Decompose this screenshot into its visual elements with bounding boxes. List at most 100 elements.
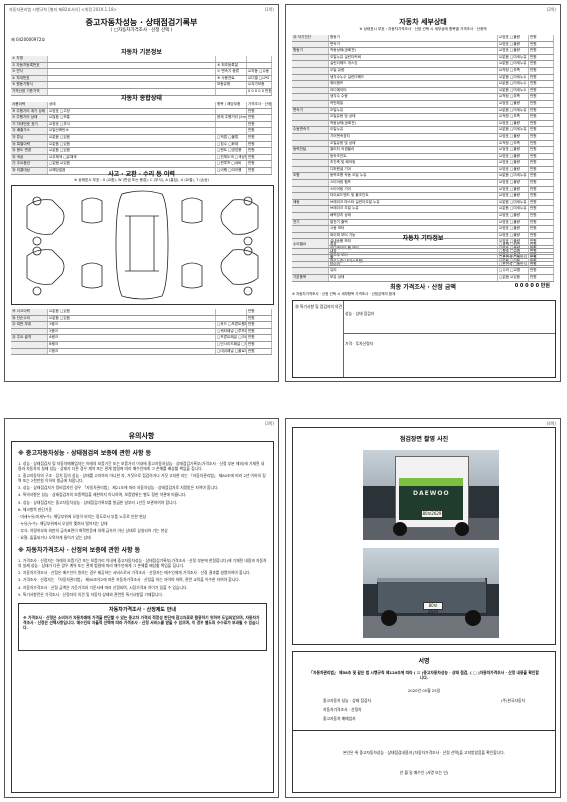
table-cell: ☑양호 □불량 (498, 166, 529, 173)
table-cell: ☑적정 □부족 (498, 67, 529, 74)
table-cell: 오일누유 실린더커버 (329, 54, 498, 61)
table-cell: ⑲ 사고이력 (11, 309, 48, 315)
notice-box: ※ 중고자동차성능 · 상태점검의 보증에 관한 사항 등 1. 성능 · 상태… (11, 441, 274, 793)
table-cell: 항목 / 해당부품 (216, 102, 247, 108)
signature-row: 중고자동차 매매업자 (323, 714, 525, 723)
signer-role: 자동차가격조사 · 산정자 (323, 707, 362, 712)
table-cell (292, 193, 329, 199)
table-cell (48, 56, 216, 62)
table-cell: ☑없음 □있음 (48, 134, 216, 141)
opinion-box: ⑳ 특기사항 및 점검자의 의견 성능 · 상태 점검자 가격 · 투자산정자 (292, 300, 556, 378)
table-cell (292, 261, 329, 268)
notice-paragraph: 5. 특기사항란은 가격조사 · 산정자의 의견 및 자동차 상태와 관련된 특… (18, 591, 164, 597)
table-cell (247, 56, 272, 62)
table-cell: 만원 (247, 348, 272, 355)
table-cell: 만원 (247, 154, 272, 161)
table-cell: 수동변속기 (292, 127, 329, 133)
table-cell: 기어변속장치 (329, 133, 498, 140)
table-cell: ☑없음 □미세누유 (498, 173, 529, 180)
table-cell: 휠 (329, 255, 498, 261)
signature-section: 서명 「자동차관리법」 제58조 및 같은 법 시행규칙 제120조에 따라 (… (292, 651, 556, 793)
table-cell: 만원 (247, 309, 272, 315)
notice-paragraph: 5. 성능 · 상태점검자는 중고자동차성능 · 상태점검기록부를 발급한 날부… (18, 499, 178, 505)
table-cell: ⑥ 최초등록일 (216, 62, 247, 69)
other-info-heading: 자동차 기타정보 (402, 235, 444, 242)
table-cell: 만원 (529, 186, 554, 193)
table-cell: ⑫ 배출가스 (11, 128, 48, 134)
notice-title: 유의사항 (128, 432, 155, 440)
table-cell: ⑰ 주요옵션 (11, 161, 48, 167)
table-cell: ☑없음 □있음 (48, 309, 216, 315)
table-cell (292, 206, 329, 213)
table-cell: 만원 (529, 67, 554, 74)
table-cell: ☑양호 □불량 (498, 147, 529, 153)
table-cell: 만원 (247, 322, 272, 328)
detail-status-heading: 자동차 세부상태 (399, 18, 447, 26)
table-cell: ☑양호 □불량 (498, 35, 529, 41)
table-cell: 발전기 출력 (329, 219, 498, 226)
table-cell: □전체도색 □색상변경 (216, 154, 247, 161)
table-cell: 만원 (529, 242, 554, 248)
table-cell: □이행 □미이행 (216, 167, 247, 174)
table-cell: 보유 상태 (329, 274, 498, 281)
price-guarantee-heading: ※ 자동차가격조사 · 산정의 보증에 관한 사항 등 (18, 547, 141, 555)
table-cell: ☑없음 □미세누유 (498, 127, 529, 133)
accident-history-heading: 사고 · 교환 · 수리 등 이력 (108, 171, 175, 178)
signer-role: 중고자동차 매매업자 (323, 716, 356, 721)
price-system-notice-text: ※ 가격조사 · 산정은 소비자가 자동차매매 가격을 판단할 수 있는 중고차… (23, 614, 260, 630)
table-cell: 오일유량 및 상태 (329, 114, 498, 120)
table-cell (292, 120, 329, 127)
price-guarantee-text: 1. 가격조사 · 산정자는 아래의 보증기간 또는 보증거리 이내에 중고자동… (18, 558, 267, 597)
table-cell: ⑨ 주행거리 계기 상태 (11, 108, 48, 115)
page-header: (2쪽) (290, 7, 556, 15)
table-cell: 2랭크 (48, 328, 216, 335)
table-cell: 만원 (529, 35, 554, 41)
table-cell (216, 108, 247, 115)
notice-paragraph: 3. 가격조사 · 산정자는 「자동차관리법」 제58조의2에 따른 자동차가격… (18, 577, 240, 583)
table-cell: ☑양호 □불량 (498, 100, 529, 107)
notice-paragraph: · 요철: 돌출되거나 오목하게 들어가 있는 상태 (18, 535, 91, 541)
table-cell: 만원 (529, 206, 554, 213)
table-cell: 워터펌프 (329, 81, 498, 87)
signer-role: 중고자동차 성능 · 상태 점검자 (323, 698, 371, 703)
table-cell: 제동 (292, 199, 329, 206)
table-cell: 만원 (247, 141, 272, 148)
table-cell: 만원 (247, 328, 272, 335)
final-amount-note: ※ 자동차가격조사 · 산정 선택 시 세부항목 가격조사 · 산정금액의 합계 (292, 292, 396, 296)
appraiser-label: 가격 · 투자산정자 (345, 341, 374, 346)
form-page-4: (4쪽) 점검장면 촬영 사진 DAEWOO 80보2629 80보2629 (285, 418, 561, 798)
table-cell (216, 315, 247, 322)
notice-paragraph: 1. 성능 · 상태점검자 및 자동차매매업자는 아래의 보증기간 또는 보증거… (18, 461, 265, 472)
table-cell: 변속기 (292, 107, 329, 114)
table-cell: ☑없음 □미세누수 (498, 87, 529, 94)
table-cell: 기본품목 (292, 274, 329, 281)
table-cell: ⑧ 사용연료 (216, 75, 247, 82)
table-cell (292, 186, 329, 193)
table-cell: 만원 (529, 61, 554, 67)
table-cell: 만원 (529, 153, 554, 160)
table-cell: 만원 (529, 226, 554, 232)
table-row: C랭크□대쉬패널 □플로어패널만원 (11, 348, 272, 356)
table-cell: 작동상태(공회전) (329, 48, 498, 54)
table-cell: 수리필요 (292, 242, 329, 248)
table-cell: □프론트패널 □크로스멤버 (216, 335, 247, 341)
table-cell: ⑤ 원동기형식 (11, 82, 48, 88)
buyer-sign-line: 년 월 일 매수인 (서명 또는 인) (399, 770, 449, 775)
table-cell: ⑯ 색상 (11, 154, 48, 161)
